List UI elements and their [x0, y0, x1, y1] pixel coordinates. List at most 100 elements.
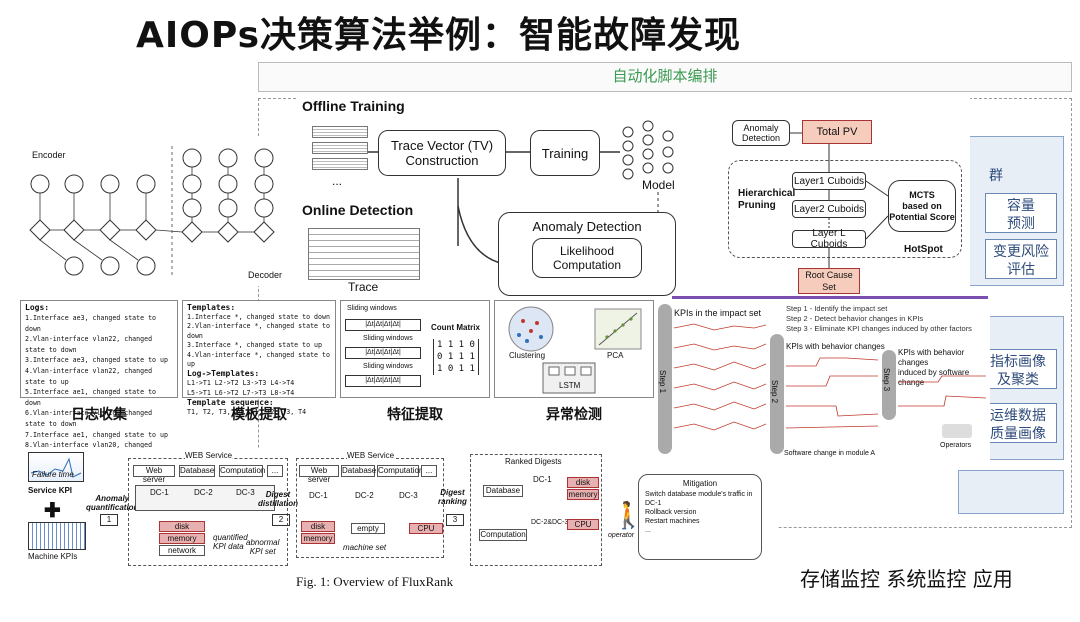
- mitigation-item: Restart machines: [645, 518, 700, 525]
- computation-box: Computation: [479, 529, 527, 541]
- template-line: 4.Vlan-interface *, changed state to up: [187, 350, 330, 369]
- sliding-window-label: Sliding windows: [363, 335, 413, 342]
- template-seq: T1, T2, T3, T4, T1, T2, T3, T4: [187, 408, 307, 417]
- machine-kpis-chart: [28, 522, 86, 550]
- cpu-box: CPU: [567, 519, 599, 530]
- total-pv-box: Total PV: [802, 120, 872, 144]
- right-panel-top: 群 容量 预测 变更风险 评估: [958, 136, 1064, 286]
- clustering-label: Clustering: [509, 351, 546, 360]
- trace-label: Trace: [348, 280, 379, 294]
- memory-box: memory: [159, 533, 205, 544]
- disk-box: disk: [567, 477, 599, 488]
- matrix-row: 1 0 1 1: [437, 364, 475, 374]
- digest-ranking-label: Digest ranking: [438, 488, 467, 506]
- service-kpi-line: [30, 457, 82, 478]
- fluxrank-caption: Fig. 1: Overview of FluxRank: [296, 574, 454, 589]
- trace-table-thumb: [312, 142, 368, 154]
- training-box: Training: [530, 130, 600, 176]
- hotspot-region: [728, 160, 962, 258]
- database-box: Database: [341, 465, 377, 477]
- online-detection-label: Online Detection: [302, 202, 414, 218]
- purple-divider: [672, 296, 988, 299]
- memory-box: memory: [301, 533, 335, 544]
- layer2-cuboids: Layer2 Cuboids: [792, 200, 866, 218]
- change-risk-box: 变更风险 评估: [985, 239, 1057, 279]
- encoder-label: Encoder: [32, 150, 66, 160]
- impact-funnel-card: Step 1 KPIs in the impact set Step 1 - I…: [654, 300, 990, 460]
- mcts-box: MCTS based on Potential Score: [888, 180, 956, 232]
- hotspot-label: HotSpot: [904, 244, 943, 255]
- caption-anomaly-detection: 异常检测: [546, 406, 602, 422]
- kpis-impact-label: KPIs in the impact set: [674, 308, 762, 318]
- monitor-text: 存储监控 系统监控 应用: [800, 567, 1013, 591]
- script-orchestration-bar: 自动化脚本编排: [258, 62, 1072, 92]
- dc2-label: DC-2: [355, 491, 374, 500]
- mitigation-item: Switch database module's traffic in DC-1: [645, 491, 753, 507]
- encoder-decoder-card: Encoder Decoder: [14, 136, 292, 286]
- caption-template-extraction: 模板提取: [231, 406, 287, 422]
- sliding-window-label: Sliding windows: [363, 363, 413, 370]
- encoder-decoder-graph: [29, 146, 275, 276]
- kpi-sparklines: [674, 323, 766, 431]
- trace-table-thumb: [312, 158, 368, 170]
- software-sparklines: [898, 375, 986, 407]
- cpu-box: CPU: [409, 523, 443, 534]
- mitigation-item: Rollback version: [645, 509, 697, 516]
- kpis-software-label: KPIs with behavior changes induced by so…: [898, 348, 970, 387]
- database-box: Database: [179, 465, 215, 477]
- lstm-label: LSTM: [559, 381, 581, 390]
- dc1-label: DC-1: [150, 488, 169, 497]
- sliding-window-label: Sliding windows: [347, 305, 397, 312]
- dc3-label: DC-3: [399, 491, 418, 500]
- step-number: 3: [446, 514, 464, 526]
- computation-box: Computation: [219, 465, 266, 477]
- steps-list: Step 1 - Identify the impact set Step 2 …: [786, 304, 972, 334]
- plus-icon: ✚: [44, 500, 61, 522]
- fluxrank-figure: Failure time Service KPI ✚ Machine KPIs …: [14, 448, 778, 622]
- feature-panel: Sliding windows |Δt|Δt|Δt|Δt| Sliding wi…: [340, 300, 490, 398]
- step1-label: Step 1: [658, 370, 667, 394]
- computation-box: Computation: [377, 465, 424, 477]
- decoder-label: Decoder: [248, 270, 283, 280]
- count-matrix-label: Count Matrix: [431, 323, 480, 332]
- anomaly-methods-panel: Clustering PCA LSTM: [494, 300, 654, 398]
- step-desc: Step 2 - Detect behavior changes in KPIs: [786, 314, 924, 323]
- operators-box: [942, 424, 972, 438]
- operators-label: Operators: [940, 442, 972, 449]
- kpis-behavior-label: KPIs with behavior changes: [786, 342, 885, 351]
- memory-box: memory: [567, 489, 599, 500]
- logs-title: Logs:: [25, 303, 50, 312]
- clustering-pca-graphic: [508, 306, 642, 394]
- ranked-digests: Ranked Digests Database DC-1 disk memory…: [470, 454, 602, 566]
- right-panel-partial-text: 群: [989, 167, 1003, 183]
- dc1-label: DC-1: [309, 491, 328, 500]
- layer1-cuboids: Layer1 Cuboids: [792, 172, 866, 190]
- abnormal-kpi-label: abnormal KPI set: [246, 538, 280, 556]
- hierarchical-pruning-label: Hierarchical Pruning: [738, 188, 796, 211]
- step1-bar: [658, 304, 672, 454]
- software-change-label: Software change in module A: [784, 450, 876, 457]
- count-matrix: 1 1 1 0 0 1 1 1 1 0 1 1: [433, 339, 479, 375]
- logs-panel: Logs: 1.Interface ae3, changed state to …: [20, 300, 178, 460]
- online-trace-table: [308, 228, 420, 280]
- step3-bar: [882, 350, 896, 420]
- window-row: |Δt|Δt|Δt|Δt|: [345, 347, 421, 359]
- log-template-map: L5->T1 L6->T2 L7->T3 L8->T4: [187, 388, 295, 397]
- step-desc: Step 1 - Identify the impact set: [786, 304, 888, 313]
- matrix-row: 1 1 1 0: [437, 340, 475, 350]
- disk-box: disk: [159, 521, 205, 532]
- right-panel-bottom: [958, 470, 1064, 514]
- disk-box: disk: [301, 521, 335, 532]
- machine-kpis-label: Machine KPIs: [28, 552, 78, 561]
- capacity-forecast-box: 容量 预测: [985, 193, 1057, 233]
- mitigation-box: Mitigation Switch database module's traf…: [638, 474, 762, 560]
- metric-profile-box: 指标画像 及聚类: [979, 349, 1057, 389]
- dc1-label: DC-1: [533, 475, 552, 484]
- log-templates-title: Log->Templates:: [187, 369, 260, 379]
- templates-title: Templates:: [187, 303, 236, 312]
- more-box: ...: [267, 465, 283, 477]
- matrix-row: 0 1 1 1: [437, 352, 475, 362]
- trace-table-thumb: [312, 126, 368, 138]
- operator-label: operator: [608, 532, 635, 539]
- anomaly-detection-box: Anomaly Detection Likelihood Computation: [498, 212, 676, 296]
